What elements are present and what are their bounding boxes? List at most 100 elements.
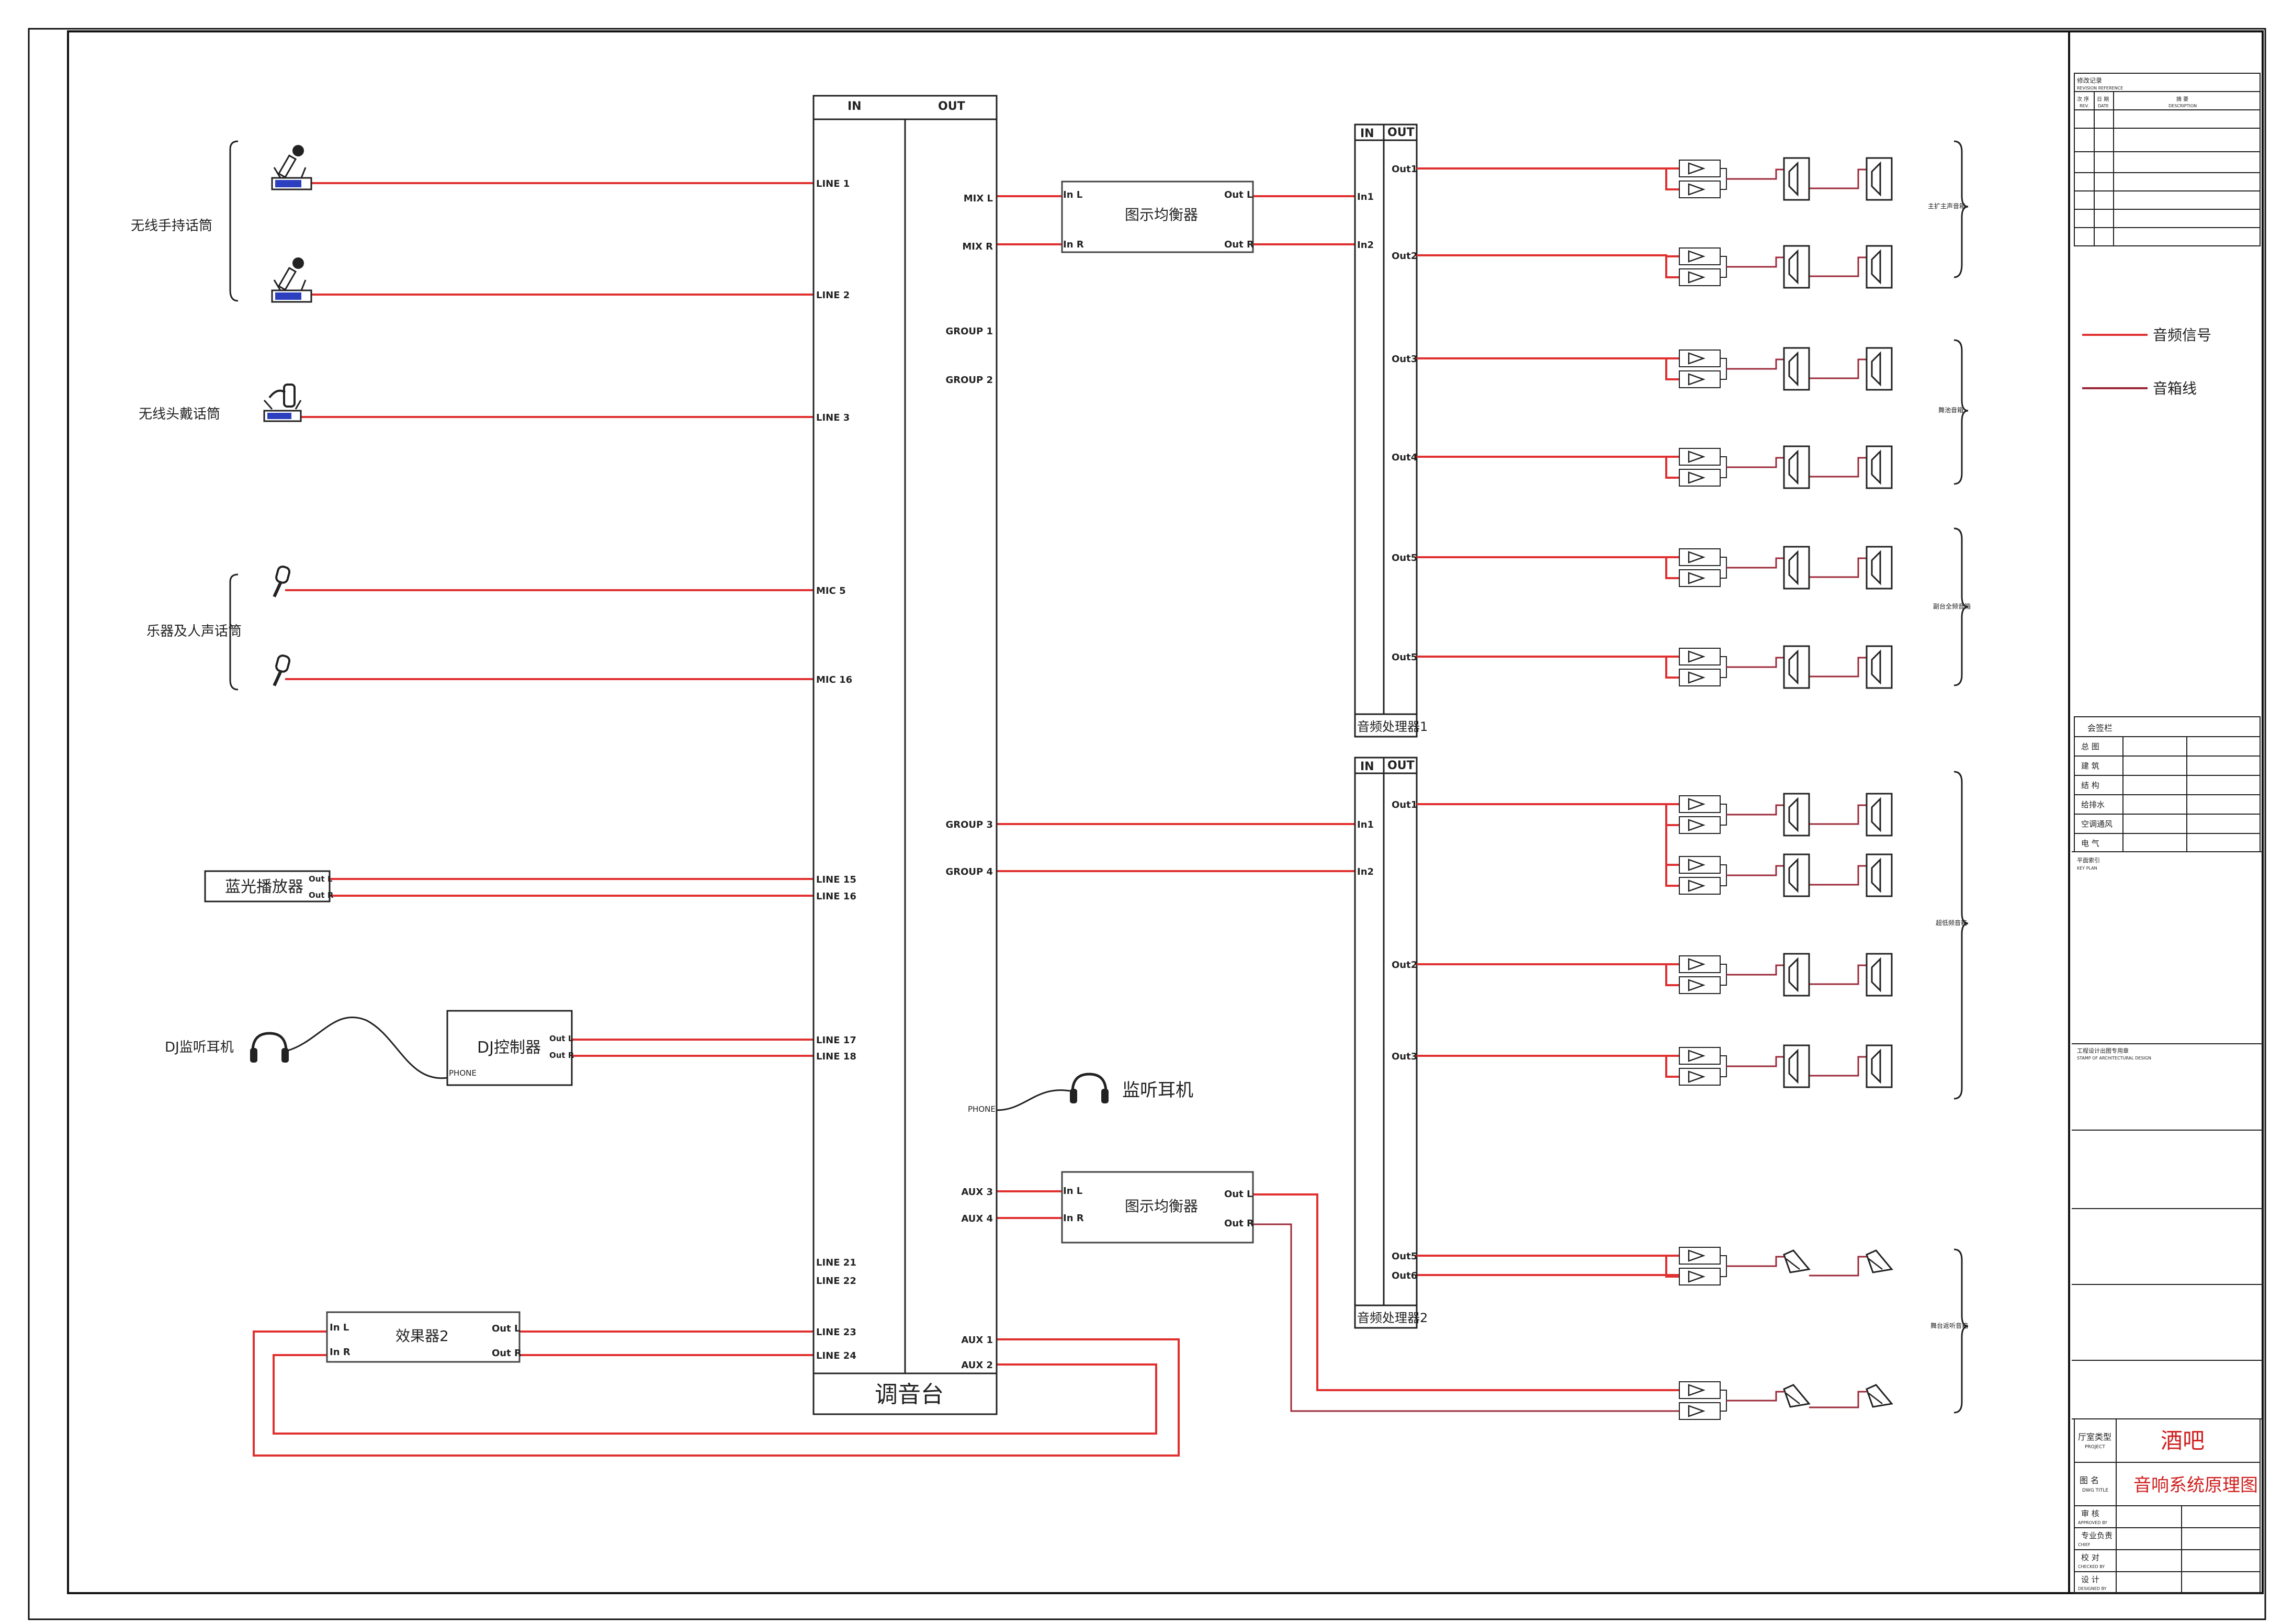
amplifier-speaker-chains	[1417, 157, 1893, 1420]
processor1-input-label: In2	[1357, 240, 1374, 251]
headset-receiver	[263, 384, 302, 422]
amp-triangle	[1688, 551, 1705, 563]
amp-triangle	[1688, 958, 1705, 971]
amp-triangle	[1688, 572, 1705, 584]
speaker-line-1	[1726, 1056, 1784, 1067]
processor1-output-label: Out4	[1392, 452, 1417, 463]
eq1-box	[1061, 181, 1254, 253]
brace-monitor-speakers	[1953, 1248, 1969, 1414]
bluray-out-r: Out R	[309, 890, 334, 900]
dj-phone-label: PHONE	[449, 1068, 477, 1078]
processor1-output-label: Out5	[1392, 552, 1417, 563]
effects-out-r: Out R	[492, 1348, 522, 1359]
chain-feed-b	[1665, 657, 1679, 679]
speaker-cone	[1871, 797, 1881, 832]
drawing-label: 图 名	[2080, 1475, 2099, 1485]
amp-output-join	[1720, 168, 1727, 190]
amp-triangle	[1688, 471, 1705, 484]
amp-output-join	[1720, 456, 1727, 478]
rev-col-en: REV.	[2080, 104, 2089, 108]
discipline-name: 电 气	[2081, 839, 2099, 848]
eq2-in-l: In L	[1063, 1186, 1082, 1197]
rev-col: 次 序	[2077, 96, 2089, 103]
speaker-line-1	[1726, 804, 1784, 816]
speaker-cone	[1788, 957, 1799, 993]
processor1-input-label: In1	[1357, 191, 1374, 202]
group-label-monitor: 舞台返听音箱	[1930, 1322, 1968, 1329]
processor1-output-label: Out2	[1392, 251, 1417, 262]
project-value: 酒吧	[2161, 1428, 2205, 1453]
dj-controller-label: DJ控制器	[477, 1039, 541, 1057]
mixer-input-label: MIC 16	[816, 674, 852, 685]
amp-triangle	[1688, 859, 1705, 871]
dj-headphone-cable	[287, 1016, 448, 1079]
amp-triangle	[1688, 1384, 1705, 1396]
mixer-output-label: GROUP 3	[945, 819, 993, 830]
mixer-phone-label: PHONE	[968, 1104, 996, 1114]
processor2-output-label: Out2	[1392, 960, 1417, 971]
chain-feed-a	[1417, 803, 1679, 866]
dj-out-r: Out R	[549, 1051, 574, 1060]
amp-output-join	[1720, 557, 1727, 579]
brace-main-speakers	[1953, 140, 1969, 278]
project-label: 厅室类型	[2078, 1432, 2111, 1442]
group-label-main: 主扩主声音箱	[1928, 202, 1966, 210]
amp-speaker-chain	[1417, 1247, 1893, 1285]
wire-eq2-out-r	[1253, 1223, 1679, 1412]
instrument-mic-label: 乐器及人声话筒	[146, 624, 242, 639]
eq1-in-l: In L	[1063, 189, 1082, 200]
amp-speaker-chain	[1417, 1044, 1893, 1088]
amp-triangle	[1688, 819, 1705, 831]
amp-output-join	[1720, 964, 1727, 986]
processor1-output-label: Out1	[1392, 164, 1417, 175]
amp-speaker-chain	[1417, 445, 1893, 489]
speaker-line-1	[1726, 1256, 1784, 1267]
approval-role: 专业负责	[2081, 1531, 2113, 1540]
mixer-input-label: LINE 15	[816, 874, 856, 885]
group-label-sub: 超低频音箱	[1936, 919, 1967, 927]
amp-triangle	[1688, 162, 1705, 175]
mixer-input-label: LINE 1	[816, 178, 850, 189]
effects-in-r: In R	[330, 1347, 351, 1358]
eq2-label: 图示均衡器	[1125, 1198, 1198, 1215]
processor1-in-header: IN	[1360, 127, 1374, 140]
sign-title: 会签栏	[2087, 723, 2113, 733]
effects-in-l: In L	[330, 1322, 349, 1333]
mixer-output-label: GROUP 1	[945, 326, 993, 337]
amp-triangle	[1688, 1070, 1705, 1083]
speaker-cone	[1788, 797, 1799, 832]
discipline-name: 建 筑	[2081, 761, 2099, 771]
speaker-line-2	[1809, 457, 1867, 478]
speaker-line-1	[1726, 1391, 1784, 1402]
chain-feed-b	[1665, 804, 1679, 887]
amp-speaker-chain	[1417, 645, 1893, 689]
approval-role: 校 对	[2081, 1553, 2099, 1562]
chain-feed-a	[1417, 254, 1679, 257]
processor1-output-label: Out5	[1392, 652, 1417, 663]
mixer-output-label: GROUP 4	[945, 866, 993, 877]
speaker-line-1	[1726, 865, 1784, 876]
dj-controller-box	[446, 1010, 573, 1086]
dj-out-l: Out L	[549, 1034, 573, 1043]
speaker-line-2	[1809, 964, 1867, 985]
amp-triangle	[1688, 1249, 1705, 1262]
mixer-in-header: IN	[848, 100, 862, 113]
brace-sub-speakers	[1953, 771, 1969, 1100]
speaker-line-2	[1809, 1256, 1867, 1277]
chain-feed-b	[1665, 1256, 1679, 1278]
speaker-cone	[1871, 957, 1881, 993]
instrument-mic-1	[273, 566, 291, 597]
processor2-box	[1354, 757, 1418, 1329]
mixer-input-label: LINE 16	[816, 891, 856, 902]
processor2-output-label: Out1	[1392, 799, 1417, 810]
amp-output-join	[1720, 358, 1727, 380]
bluray-player-box	[204, 870, 331, 903]
amp-output-join	[1720, 1055, 1727, 1077]
key-plan-en: KEY PLAN	[2077, 866, 2097, 871]
bluray-player-label: 蓝光播放器	[225, 878, 303, 896]
speaker-line-2	[1809, 1391, 1867, 1408]
desc-col: 摘 要	[2176, 96, 2188, 103]
amp-triangle	[1688, 250, 1705, 263]
